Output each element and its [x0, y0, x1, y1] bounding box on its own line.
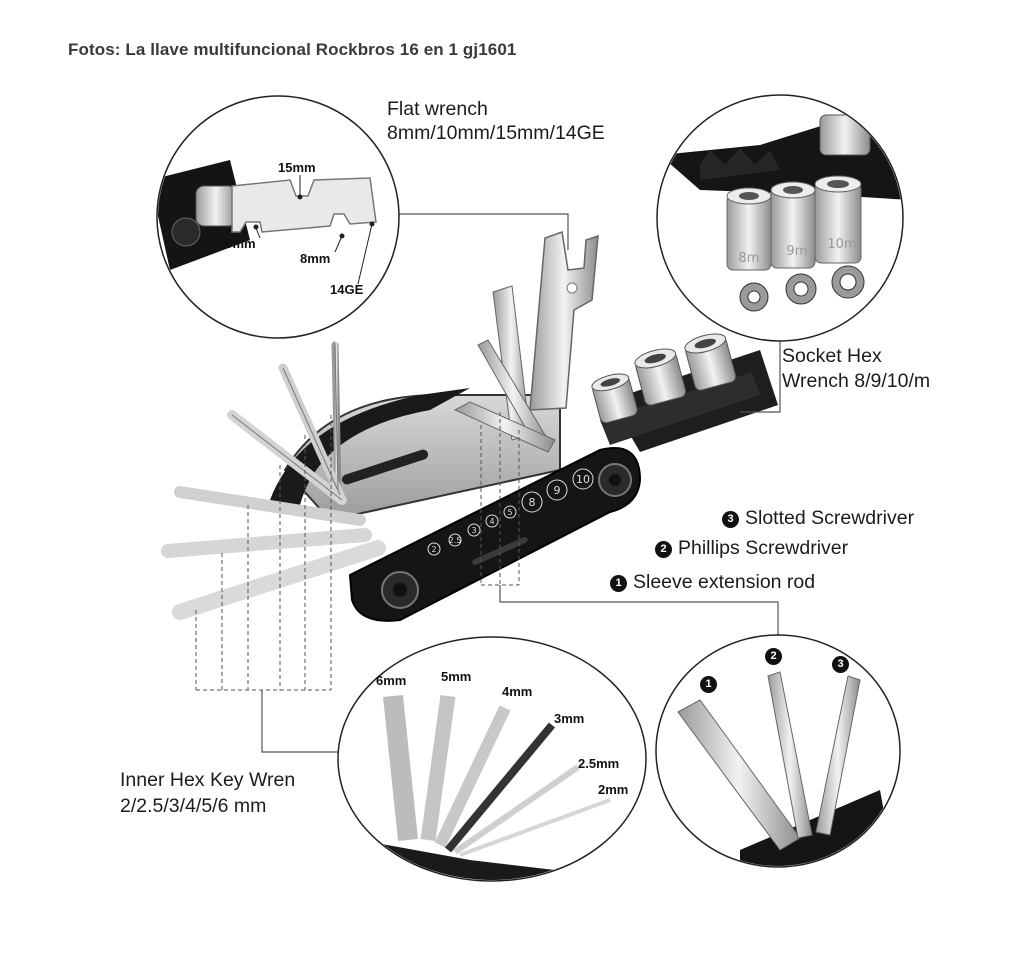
- hex-callout-5mm: 5mm: [441, 669, 472, 684]
- hex-keys-sizes: 2/2.5/3/4/5/6 mm: [120, 795, 267, 817]
- slotted-screwdriver-label: Slotted Screwdriver: [745, 507, 915, 529]
- hex-key-connector: [261, 690, 340, 753]
- tool-mark-2: 2: [431, 545, 436, 554]
- hex-callout-2-5mm: 2.5mm: [578, 756, 620, 771]
- screwdriver-label-1: 1 Sleeve extension rod: [610, 570, 815, 595]
- hex-key-guide-lines: [195, 415, 332, 691]
- multitool-front-frame: 2 2.5 3 4 5 8 9 10: [348, 447, 642, 622]
- hex-callout-2mm: 2mm: [598, 782, 629, 797]
- socket-set-on-tool: [591, 333, 737, 424]
- flat-wrench-callout-10mm: 10mm: [218, 236, 256, 251]
- hex-keys-detail-circle: [337, 636, 647, 882]
- flat-wrench-detail-circle: [156, 95, 400, 339]
- socket-rings: [739, 265, 865, 312]
- socket-connector: [740, 330, 781, 413]
- phillips-screwdriver-label: Phillips Screwdriver: [678, 537, 849, 559]
- hex-callout-3mm: 3mm: [554, 711, 585, 726]
- flat-wrench-callout-15mm: 15mm: [278, 160, 316, 175]
- detail-badge-3: 3: [832, 656, 855, 673]
- socket-title: Socket Hex: [782, 345, 882, 367]
- screwdriver-detail-circle: [655, 634, 901, 868]
- screwdriver-label-2: 2 Phillips Screwdriver: [655, 536, 848, 561]
- hex-key-fan: [161, 341, 386, 620]
- socket-8-mark: 8m: [739, 251, 760, 266]
- tool-mark-9: 9: [554, 484, 561, 497]
- screwdriver-blades: [453, 285, 556, 453]
- flat-wrench-callout-8mm: 8mm: [300, 251, 331, 266]
- flat-wrench-connector: [398, 213, 569, 250]
- flat-wrench-callout-14ge: 14GE: [330, 282, 364, 297]
- tool-mark-8: 8: [529, 496, 536, 509]
- detail-number-2: 2: [765, 648, 782, 665]
- screwdriver-guide-lines: [480, 412, 520, 586]
- screwdriver-connector: [499, 585, 779, 636]
- flat-wrench-sizes: 8mm/10mm/15mm/14GE: [387, 122, 605, 144]
- tool-mark-2-5: 2.5: [449, 536, 462, 545]
- photo-caption: Fotos: La llave multifuncional Rockbros …: [68, 40, 517, 59]
- tool-mark-3: 3: [471, 526, 476, 535]
- socket-10-mark: 10m: [827, 237, 856, 252]
- socket-sizes: Wrench 8/9/10/m: [782, 370, 931, 392]
- detail-number-1: 1: [700, 676, 717, 693]
- socket-10: [814, 175, 862, 264]
- hex-callout-6mm: 6mm: [376, 673, 407, 688]
- hex-keys-title: Inner Hex Key Wren: [120, 769, 296, 791]
- socket-9-mark: 9m: [787, 244, 808, 259]
- hex-callout-4mm: 4mm: [502, 684, 533, 699]
- sleeve-extension-rod-label: Sleeve extension rod: [633, 571, 816, 593]
- number-1-badge: 1: [610, 575, 627, 592]
- detail-badge-1: 1: [700, 676, 723, 693]
- tool-mark-10: 10: [576, 473, 590, 486]
- number-2-badge: 2: [655, 541, 672, 558]
- number-3-badge: 3: [722, 511, 739, 528]
- detail-number-3: 3: [832, 656, 849, 673]
- detail-badge-2: 2: [765, 648, 788, 665]
- flat-wrench-blade: [529, 230, 599, 411]
- screwdriver-label-3: 3 Slotted Screwdriver: [722, 506, 914, 531]
- flat-wrench-title: Flat wrench: [387, 98, 488, 120]
- socket-detail-circle: 8m 9m 10m: [656, 94, 904, 342]
- tool-mark-4: 4: [489, 517, 494, 526]
- tool-mark-5: 5: [507, 508, 512, 517]
